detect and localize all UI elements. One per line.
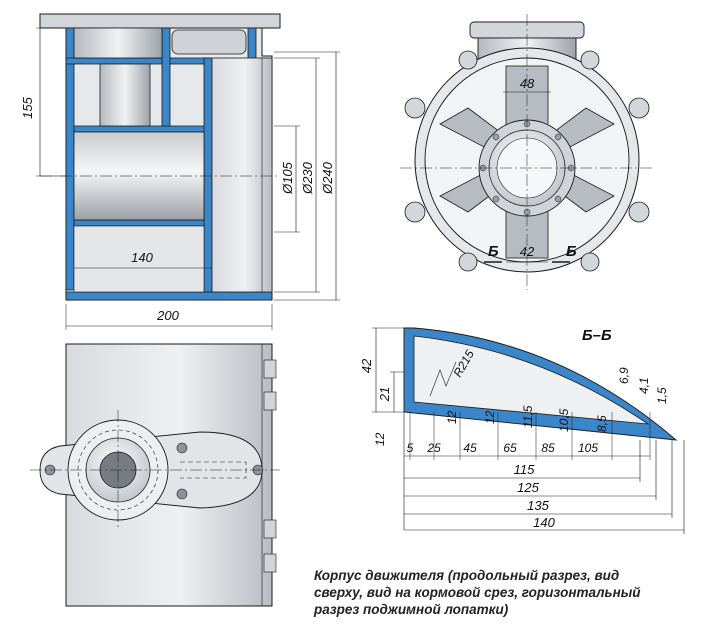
length-label: 115 <box>514 462 535 477</box>
caption-line: сверху, вид на кормовой срез, горизонтал… <box>314 585 641 600</box>
top-view <box>30 343 280 607</box>
dim-d240-label: Ø240 <box>320 161 335 195</box>
dim-140-label: 140 <box>131 250 153 265</box>
height-42-label: 42 <box>359 358 374 373</box>
dim-42-label: 42 <box>520 244 535 259</box>
thickness-label: 1,5 <box>655 387 669 404</box>
section-mark-right: Б <box>566 243 577 260</box>
thickness-label: 6,9 <box>617 367 631 384</box>
thickness-label: 10,5 <box>557 408 571 432</box>
station-label: 25 <box>426 441 441 455</box>
thickness-label: 12 <box>445 410 459 424</box>
longitudinal-section: 155 Ø105 Ø230 Ø240 140 200 <box>20 13 340 330</box>
thickness-label: 8,5 <box>595 415 609 432</box>
length-label: 125 <box>517 480 539 495</box>
thickness-label: 4,1 <box>637 377 651 394</box>
caption-line: разрез поджимной лопатки) <box>314 602 509 617</box>
thickness-label: 11,5 <box>521 405 535 428</box>
dim-48-label: 48 <box>520 76 535 91</box>
section-title: Б–Б <box>582 327 612 344</box>
length-label: 140 <box>533 515 555 530</box>
dim-d105-label: Ø105 <box>280 161 295 195</box>
station-label: 45 <box>463 441 477 455</box>
station-label: 85 <box>541 441 555 455</box>
thickness-label: 12 <box>483 410 497 424</box>
figure-caption: Корпус движителя (продольный разрез, вид… <box>314 567 708 618</box>
dim-155-label: 155 <box>20 96 35 118</box>
dim-d230-label: Ø230 <box>300 161 315 195</box>
caption-line: Корпус движителя (продольный разрез, вид <box>314 568 620 583</box>
length-label: 135 <box>527 498 549 513</box>
station-label: 5 <box>407 441 414 455</box>
blade-section: Б–Б R215 42 21 12 12 12 11,5 <box>359 327 685 534</box>
station-label: 65 <box>503 441 517 455</box>
dim-200-label: 200 <box>156 308 179 323</box>
rear-view: 48 42 Б Б <box>400 14 654 290</box>
height-21-label: 21 <box>377 387 392 402</box>
station-label: 105 <box>578 441 598 455</box>
section-mark-left: Б <box>488 243 499 260</box>
offset-12-label: 12 <box>373 432 387 446</box>
